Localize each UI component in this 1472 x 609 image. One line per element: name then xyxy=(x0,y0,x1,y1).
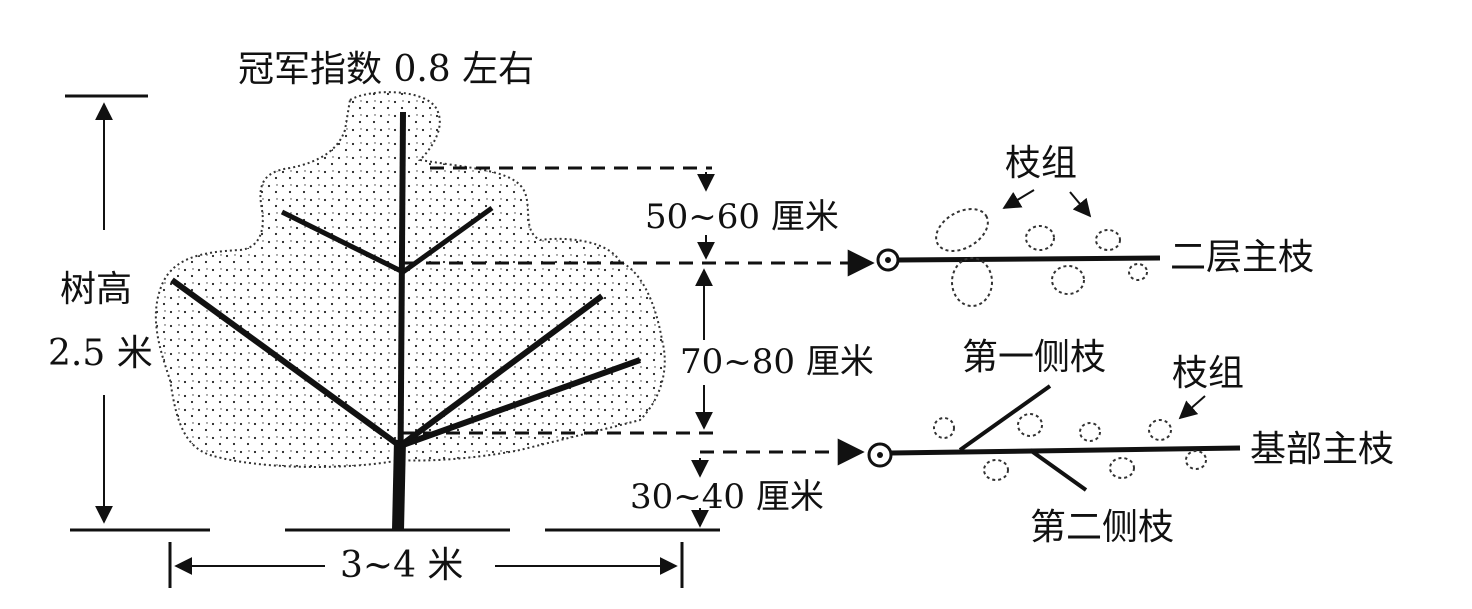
tree-height-label: 树高 xyxy=(60,269,133,310)
crown-width-label: 3~4 米 xyxy=(340,545,464,586)
upper-branch-left xyxy=(280,209,405,275)
upper-main-branch-label: 二层主枝 xyxy=(1170,237,1315,278)
first-side-branch-label: 第一侧枝 xyxy=(962,337,1107,378)
upper-group-label: 枝组 xyxy=(1005,143,1078,184)
diagram-title: 冠军指数 0.8 左右 xyxy=(238,49,535,90)
base-branch-right-upper xyxy=(398,293,604,449)
base-group-label: 枝组 xyxy=(1172,353,1245,394)
second-side-branch-label: 第二侧枝 xyxy=(1030,507,1175,548)
base-branch-right-lower xyxy=(398,357,642,449)
spacing-lower-label: 30~40 厘米 xyxy=(630,477,824,517)
tree-height-value: 2.5 米 xyxy=(48,333,153,374)
base-branch-left xyxy=(170,277,402,449)
spacing-upper-label: 50~60 厘米 xyxy=(645,197,839,237)
spacing-middle-label: 70~80 厘米 xyxy=(680,342,874,382)
base-main-branch-label: 基部主枝 xyxy=(1250,429,1395,470)
tree-crown xyxy=(154,91,666,468)
upper-main-branch-detail xyxy=(876,189,1161,307)
upper-branch-right xyxy=(401,205,494,275)
base-main-branch-detail xyxy=(867,384,1241,492)
trunk xyxy=(392,439,406,531)
